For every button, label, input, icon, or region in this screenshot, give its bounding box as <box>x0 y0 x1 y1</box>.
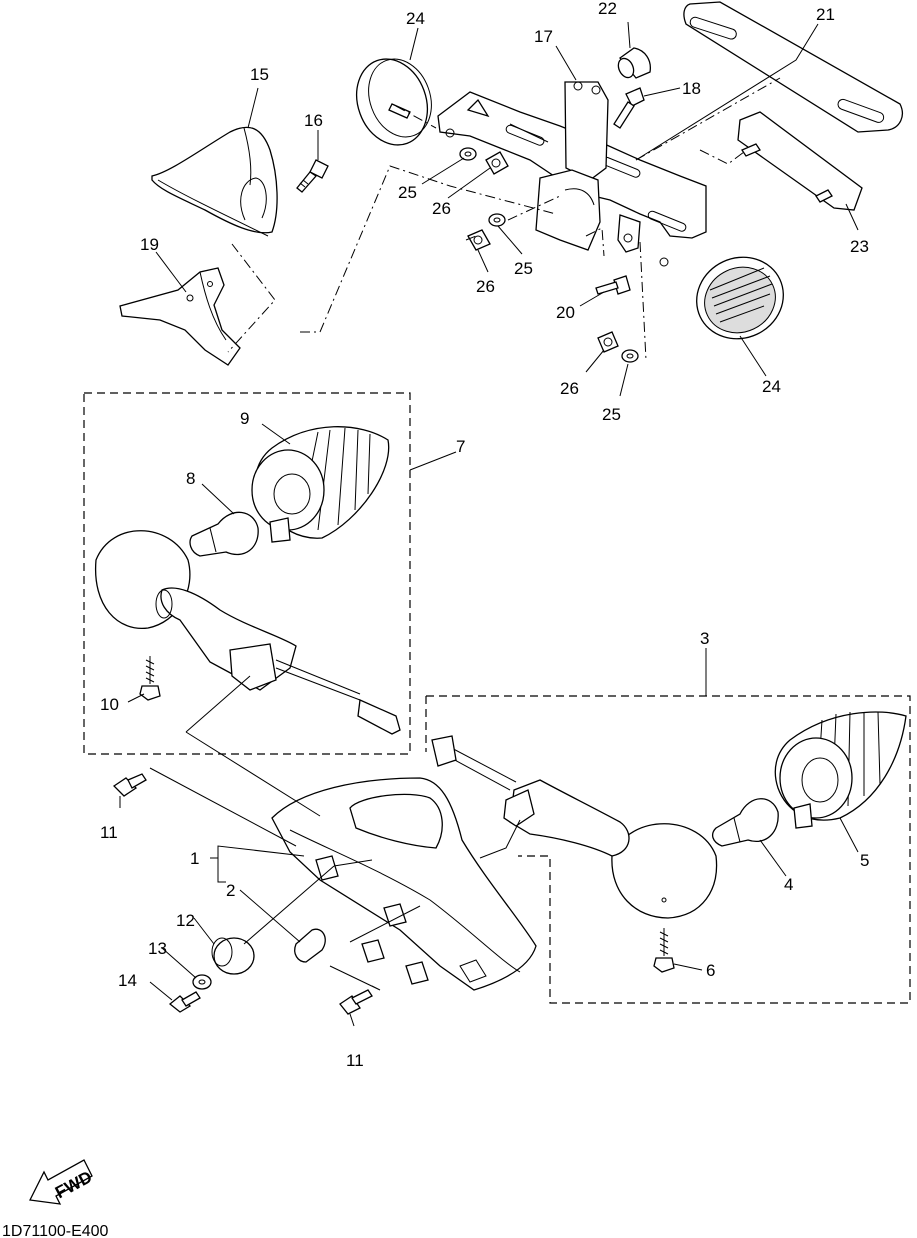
callout-24-lower: 24 <box>762 377 781 396</box>
callout-3: 3 <box>700 629 709 648</box>
reflector-24-upper <box>356 58 432 146</box>
callout-16: 16 <box>304 111 323 130</box>
callout-19: 19 <box>140 235 159 254</box>
reflector-24-lower <box>696 256 784 340</box>
callout-25-b: 25 <box>514 259 533 278</box>
drawing-code: 1D71100-E400 <box>2 1223 109 1238</box>
plate-23 <box>737 111 863 211</box>
callout-13: 13 <box>148 939 167 958</box>
turn-signal-lens-5 <box>774 711 907 829</box>
callout-26-b: 26 <box>476 277 495 296</box>
screw-6 <box>653 928 675 973</box>
callout-24-upper: 24 <box>406 9 425 28</box>
callout-1: 1 <box>190 849 199 868</box>
callout-23: 23 <box>850 237 869 256</box>
callout-11-lower: 11 <box>346 1051 364 1070</box>
bolt-18 <box>613 87 645 129</box>
nut-26-c <box>597 331 619 353</box>
bolt-14 <box>168 991 201 1013</box>
license-bracket-17 <box>437 81 707 267</box>
callout-12: 12 <box>176 911 195 930</box>
screw-10 <box>139 656 161 701</box>
top-guide-lines <box>227 77 781 361</box>
callout-9: 9 <box>240 409 249 428</box>
nut-26-a <box>485 151 509 175</box>
callout-14: 14 <box>118 971 137 990</box>
group-box-3 <box>426 695 911 1004</box>
washer-25-b <box>488 213 506 227</box>
bracket-19 <box>119 267 241 366</box>
callout-17: 17 <box>534 27 553 46</box>
callout-11-upper: 11 <box>100 823 118 842</box>
turn-signal-housing-left <box>94 530 401 735</box>
bulb-2 <box>294 928 326 963</box>
callout-7: 7 <box>456 437 465 456</box>
forward-arrow-icon: FWD <box>29 1159 95 1205</box>
rear-fender-cover <box>151 126 278 237</box>
callout-6: 6 <box>706 961 715 980</box>
washer-25-a <box>459 147 477 161</box>
tail-light-unit <box>271 777 537 991</box>
callout-8: 8 <box>186 469 195 488</box>
callout-15: 15 <box>250 65 269 84</box>
grommet-12 <box>211 937 255 975</box>
bolt-16 <box>296 159 329 193</box>
callout-5: 5 <box>860 851 869 870</box>
bulb-8 <box>189 511 259 557</box>
bottom-guide-lines <box>149 675 521 991</box>
bolt-20 <box>595 275 631 295</box>
callout-25-c: 25 <box>602 405 621 424</box>
callout-25-a: 25 <box>398 183 417 202</box>
nut-26-b <box>467 229 491 251</box>
callout-20: 20 <box>556 303 575 322</box>
turn-signal-lens-9 <box>251 426 390 543</box>
callout-26-a: 26 <box>432 199 451 218</box>
callout-21: 21 <box>816 5 835 24</box>
callout-10: 10 <box>100 695 119 714</box>
bulb-4 <box>711 798 779 847</box>
license-plate-stay-21 <box>683 1 903 133</box>
bolt-11-lower <box>339 989 373 1015</box>
bolt-11-upper <box>112 773 147 797</box>
turn-signal-housing-right <box>431 735 718 919</box>
washer-25-c <box>621 349 639 363</box>
callout-18: 18 <box>682 79 701 98</box>
leader-lines <box>119 21 859 1027</box>
washer-13 <box>192 974 212 990</box>
callout-labels: 15 16 19 24 17 22 18 21 23 24 25 26 25 2… <box>2 0 869 1238</box>
callout-26-c: 26 <box>560 379 579 398</box>
cap-nut-22 <box>617 47 651 79</box>
callout-4: 4 <box>784 875 793 894</box>
callout-22: 22 <box>598 0 617 18</box>
group-box-7 <box>83 392 411 755</box>
callout-2: 2 <box>226 881 235 900</box>
